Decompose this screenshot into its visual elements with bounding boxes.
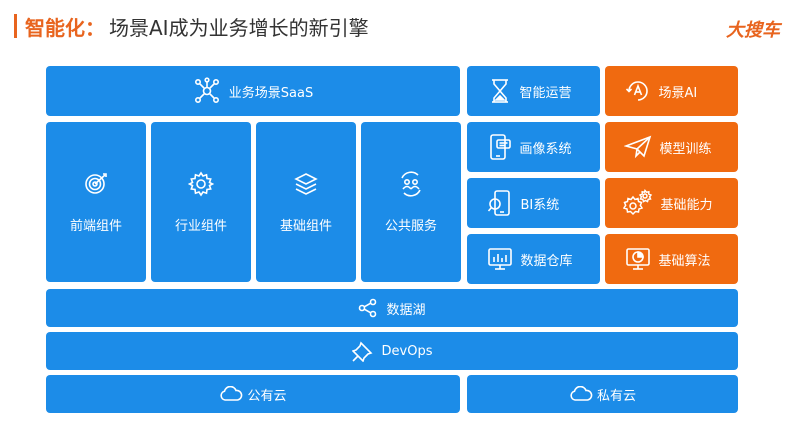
ai-model-training: 模型训练 bbox=[605, 122, 738, 172]
data-lake-label: 数据湖 bbox=[386, 302, 426, 318]
ai-label: 模型训练 bbox=[659, 141, 712, 157]
component-label: 基础组件 bbox=[279, 218, 332, 234]
bar-chart-icon bbox=[487, 247, 513, 271]
component-industry: 行业组件 bbox=[151, 122, 251, 282]
cloud-icon bbox=[569, 386, 593, 402]
phone-chat-icon bbox=[488, 133, 512, 161]
ai-basic-algorithm: 基础算法 bbox=[605, 234, 738, 284]
title-accent-text: 智能化： bbox=[25, 15, 105, 40]
network-nodes-icon bbox=[193, 77, 221, 105]
system-label: 数据仓库 bbox=[520, 253, 573, 269]
ai-basic-capability: 基础能力 bbox=[605, 178, 738, 228]
public-cloud-label: 公有云 bbox=[247, 388, 287, 404]
title-main-text: 场景AI成为业务增长的新引擎 bbox=[109, 15, 369, 40]
target-icon bbox=[83, 171, 109, 197]
ai-scene: 场景AI bbox=[605, 66, 738, 116]
devops-label: DevOps bbox=[381, 343, 433, 359]
share-icon bbox=[358, 298, 378, 318]
ai-label: 场景AI bbox=[658, 85, 698, 101]
compass-icon bbox=[625, 78, 651, 104]
paper-plane-icon bbox=[623, 135, 652, 159]
brand-logo: 大搜车 bbox=[726, 20, 780, 41]
ai-label: 基础能力 bbox=[660, 197, 713, 213]
data-lake-block: 数据湖 bbox=[46, 289, 738, 327]
ai-label: 基础算法 bbox=[658, 253, 711, 269]
system-label: BI系统 bbox=[520, 197, 560, 213]
system-smart-operation: 智能运营 bbox=[467, 66, 600, 116]
saas-label: 业务场景SaaS bbox=[228, 85, 314, 101]
layers-icon bbox=[293, 171, 319, 197]
pie-board-icon bbox=[625, 246, 651, 272]
system-profile: 画像系统 bbox=[467, 122, 600, 172]
page-title: 智能化： 场景AI成为业务增长的新引擎 bbox=[14, 12, 369, 40]
saas-block: 业务场景SaaS bbox=[46, 66, 460, 116]
system-data-warehouse: 数据仓库 bbox=[467, 234, 600, 284]
system-label: 智能运营 bbox=[519, 85, 572, 101]
component-public-service: 公共服务 bbox=[361, 122, 461, 282]
component-frontend: 前端组件 bbox=[46, 122, 146, 282]
title-accent-bar bbox=[14, 14, 17, 38]
people-cycle-icon bbox=[398, 170, 424, 197]
public-cloud-block: 公有云 bbox=[46, 375, 460, 413]
system-label: 画像系统 bbox=[519, 141, 572, 157]
private-cloud-block: 私有云 bbox=[467, 375, 738, 413]
gears-icon bbox=[622, 189, 653, 217]
hourglass-icon bbox=[488, 78, 512, 104]
component-label: 前端组件 bbox=[69, 218, 122, 234]
component-basic: 基础组件 bbox=[256, 122, 356, 282]
component-label: 行业组件 bbox=[174, 218, 227, 234]
cloud-icon bbox=[219, 386, 243, 402]
private-cloud-label: 私有云 bbox=[596, 388, 636, 404]
pushpin-icon bbox=[351, 340, 374, 362]
devops-block: DevOps bbox=[46, 332, 738, 370]
phone-search-icon bbox=[487, 189, 513, 217]
component-label: 公共服务 bbox=[384, 218, 437, 234]
system-bi: BI系统 bbox=[467, 178, 600, 228]
gear-icon bbox=[188, 171, 214, 197]
